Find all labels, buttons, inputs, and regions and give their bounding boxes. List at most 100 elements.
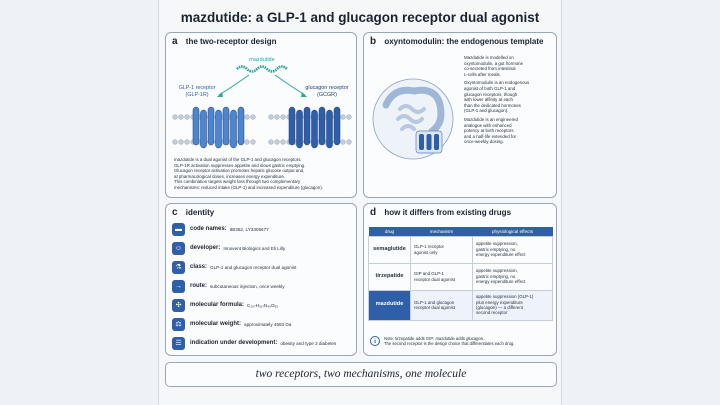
transmembrane-helix	[326, 109, 333, 149]
lipid-head	[280, 139, 286, 145]
lipid-head	[178, 139, 184, 145]
main-title: mazdutide: a GLP-1 and glucagon receptor…	[180, 10, 540, 25]
identity-label: class:	[190, 264, 208, 270]
panel-b-heading: oxyntomodulin: the endogenous template	[384, 37, 544, 46]
panel-c-letter: c	[172, 207, 178, 218]
identity-row: ⚗ class:GLP-1 and glucagon receptor dual …	[172, 260, 296, 274]
identity-label: molecular weight:	[190, 321, 242, 327]
transmembrane-helix	[311, 109, 318, 149]
lipid-head	[178, 114, 184, 120]
clipboard-icon: ☰	[172, 336, 185, 350]
info-icon: i	[370, 336, 380, 347]
paragraph-2: Oxyntomodulin is an endogenous agonist o…	[464, 80, 530, 114]
transmembrane-helix	[318, 106, 326, 146]
pill-icon: ▬	[172, 222, 185, 236]
lipid-head	[184, 114, 190, 120]
transmembrane-helix	[296, 109, 303, 149]
mazdutide-peptide	[236, 65, 288, 73]
footer-tagline: two receptors, two mechanisms, one molec…	[165, 362, 557, 387]
colon-icon	[382, 86, 445, 135]
identity-label: code names:	[190, 226, 227, 232]
glp1-receptor-helices	[192, 106, 245, 149]
identity-value: approximately 4563 Da	[244, 321, 292, 327]
arrow-to-gcgr	[274, 74, 306, 96]
identity-label: developer:	[190, 245, 221, 251]
lipid-head	[250, 114, 256, 120]
identity-row: ✣molecular formula:C₂₀₇H₃₁₇N₄₅O₆₅	[172, 298, 278, 312]
paragraph-1: Mazdutide is modelled on oxyntomodulin, …	[464, 55, 524, 77]
panel-a-letter: a	[172, 36, 178, 47]
gcgr-label: glucagon receptor	[305, 85, 348, 91]
drug-cell: semaglutide	[368, 235, 411, 264]
lipid-head	[346, 139, 352, 145]
table-header-row: drug mechanism physiological effects	[368, 227, 553, 236]
panel-oxyntomodulin: b oxyntomodulin: the endogenous template…	[363, 32, 557, 198]
transmembrane-helix	[333, 106, 341, 146]
infographic: mazdutide: a GLP-1 and glucagon receptor…	[158, 0, 562, 405]
comparison-table: drug mechanism physiological effects sem…	[368, 227, 553, 321]
syringe-icon: →	[172, 279, 185, 293]
lipid-head	[268, 139, 274, 145]
glp1r-abbrev: (GLP-1R)	[185, 92, 208, 98]
panel-b-letter: b	[370, 36, 377, 47]
lipid-head	[172, 139, 178, 145]
lipid-head	[340, 114, 346, 120]
lipid-head	[346, 114, 352, 120]
arrow-to-glp1r	[218, 74, 250, 96]
panel-b-text: Mazdutide is modelled on oxyntomodulin, …	[464, 55, 554, 145]
effects-cell: appetite suppression,gastric emptying, n…	[472, 235, 553, 264]
panel-identity: c identity ▬ code names:IBI362, LY3305677…	[165, 203, 357, 356]
small-intestine-icon	[396, 104, 426, 131]
lipid-head	[274, 139, 280, 145]
glp1r-label: GLP-1 receptor	[179, 85, 216, 91]
identity-label: indication under development:	[190, 340, 278, 346]
identity-value: C₂₀₇H₃₁₇N₄₅O₆₅	[247, 302, 279, 308]
identity-value: Innovent Biologics and Eli Lilly	[223, 245, 286, 251]
identity-row: ☰ indication under development:obesity an…	[172, 336, 336, 350]
lipid-head	[244, 139, 250, 145]
transmembrane-helix	[200, 109, 207, 149]
identity-value: subcutaneous injection, once weekly	[210, 283, 285, 289]
panel-a-description: mazdutide is a dual agonist of the GLP-1…	[174, 157, 323, 190]
identity-row: ⚖ molecular weight:approximately 4563 Da	[172, 317, 291, 331]
lipid-head	[250, 139, 256, 145]
lipid-head	[340, 139, 346, 145]
gut-illustration	[372, 78, 454, 160]
transmembrane-helix	[215, 109, 222, 149]
drug-cell: mazdutide	[368, 289, 411, 321]
identity-value: GLP-1 and glucagon receptor dual agonist	[210, 264, 297, 270]
receptor-diagram: mazdutide GLP-1 receptor (GLP-1R) glucag…	[172, 57, 352, 149]
transmembrane-helix	[303, 106, 311, 146]
lipid-head	[244, 114, 250, 120]
glucagon-receptor-helices	[288, 106, 341, 149]
scale-icon: ⚖	[172, 317, 185, 331]
col-effects: physiological effects	[472, 227, 553, 236]
transmembrane-helix	[192, 106, 200, 146]
col-mechanism: mechanism	[410, 227, 473, 236]
panel-d-letter: d	[370, 207, 377, 218]
l-cells-icon	[415, 130, 443, 154]
paragraph-3: Mazdutide is an engineered analogue with…	[464, 116, 518, 145]
identity-value: obesity and type 2 diabetes	[280, 340, 337, 346]
transmembrane-helix	[288, 106, 296, 146]
panel-d-heading: how it differs from existing drugs	[384, 208, 512, 217]
effects-cell: appetite suppression (GLP-1)plus energy …	[472, 289, 553, 321]
transmembrane-helix	[222, 106, 230, 146]
identity-value: IBI362, LY3305677	[229, 226, 269, 232]
identity-row: ▬ code names:IBI362, LY3305677	[172, 222, 269, 236]
ligand-label: mazdutide	[249, 57, 274, 63]
transmembrane-helix	[237, 106, 245, 146]
flask-icon: ⚗	[172, 260, 185, 274]
transmembrane-helix	[230, 109, 237, 149]
effects-cell: appetite suppression,gastric emptying, n…	[472, 262, 553, 291]
panel-c-heading: identity	[185, 208, 215, 217]
lipid-head	[280, 114, 286, 120]
lipid-head	[172, 114, 178, 120]
panel-two-receptor-design: a the two-receptor design mazdutide GLP-…	[165, 32, 357, 198]
